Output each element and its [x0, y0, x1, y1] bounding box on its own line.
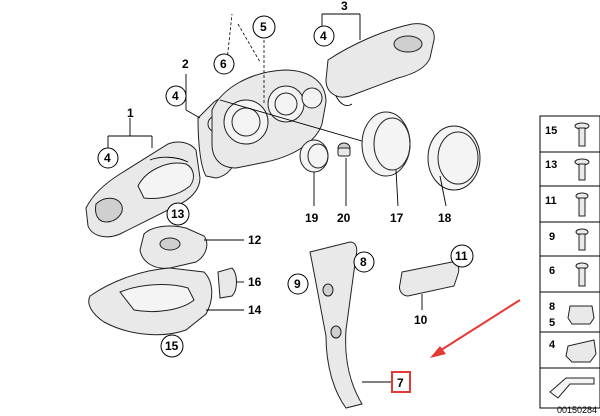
callout-9: 9: [294, 277, 301, 291]
callout-circle-5: [252, 15, 276, 39]
part-19-ring: [299, 139, 329, 173]
callout-13: 13: [171, 207, 185, 221]
callout-12: 12: [248, 233, 262, 247]
callout-18: 18: [438, 211, 452, 225]
callout-6: 6: [220, 57, 227, 71]
part-7-pillar-trim: [309, 241, 363, 409]
sidebar-label-11: 11: [545, 195, 557, 207]
highlight-arrow: [430, 299, 521, 358]
callout-16: 16: [248, 275, 262, 289]
leader-6-dashed-a: [225, 13, 233, 71]
screw-icon-15: [574, 122, 590, 147]
reference-number: 00150284: [557, 405, 597, 415]
callout-circle-9: [287, 273, 309, 295]
callout-17: 17: [390, 211, 404, 225]
screw-icon-11: [575, 192, 589, 217]
callout-circle-4-c: [313, 25, 335, 47]
part-20-knob: [337, 142, 351, 157]
sidebar-label-8: 8: [549, 301, 555, 313]
callout-circle-6: [213, 53, 235, 75]
callout-circle-13: [166, 202, 190, 226]
sidebar-label-5: 5: [549, 317, 555, 329]
callout-19: 19: [305, 211, 319, 225]
callout-20: 20: [337, 211, 351, 225]
callout-14: 14: [248, 303, 262, 317]
callout-2: 2: [182, 57, 189, 71]
leader-18: [439, 175, 447, 207]
callout-circle-11: [450, 244, 474, 268]
callout-4-a: 4: [104, 151, 111, 165]
callout-circle-15: [160, 334, 184, 358]
callout-circle-8: [353, 251, 375, 273]
sidebar-label-6: 6: [549, 265, 555, 277]
leader-2b: [185, 109, 201, 119]
part-12-column-cover-upper: [139, 225, 208, 269]
part-5-cluster-housing: [211, 69, 327, 169]
part-1-left-trim: [85, 141, 201, 238]
callout-11: 11: [455, 249, 468, 263]
part-10-trim-strip: [399, 261, 460, 297]
callout-circle-4-b: [165, 85, 187, 107]
part-14-column-cover-lower: [88, 267, 213, 336]
sidebar-label-9: 9: [549, 231, 555, 243]
callout-3: 3: [341, 0, 348, 13]
part-16-bracket: [217, 267, 237, 299]
clip-icon-4: [565, 339, 597, 363]
bracket-icon: [549, 377, 595, 399]
callout-10: 10: [414, 313, 428, 327]
callout-8: 8: [360, 255, 367, 269]
callout-4-b: 4: [172, 89, 179, 103]
callout-5: 5: [260, 20, 267, 34]
callout-circle-4-a: [97, 147, 119, 169]
screw-icon-6: [575, 262, 589, 287]
part-18-ring: [427, 125, 481, 191]
part-3-upper-trim: [325, 23, 435, 107]
part-17-ring: [361, 111, 411, 177]
screw-icon-9: [575, 228, 589, 251]
callout-4-c: 4: [320, 29, 327, 43]
clip-icon-8-5: [567, 305, 595, 325]
callout-7: 7: [397, 376, 404, 390]
callout-7-highlight: [391, 371, 411, 393]
leader-17: [395, 169, 399, 207]
screw-icon-13: [574, 158, 590, 181]
sidebar-label-15: 15: [545, 125, 557, 137]
sidebar-label-4: 4: [549, 339, 556, 351]
callout-1: 1: [127, 106, 134, 120]
leader-6-dashed-b: [237, 23, 261, 63]
sidebar-label-13: 13: [545, 159, 557, 171]
callout-15: 15: [165, 339, 179, 353]
